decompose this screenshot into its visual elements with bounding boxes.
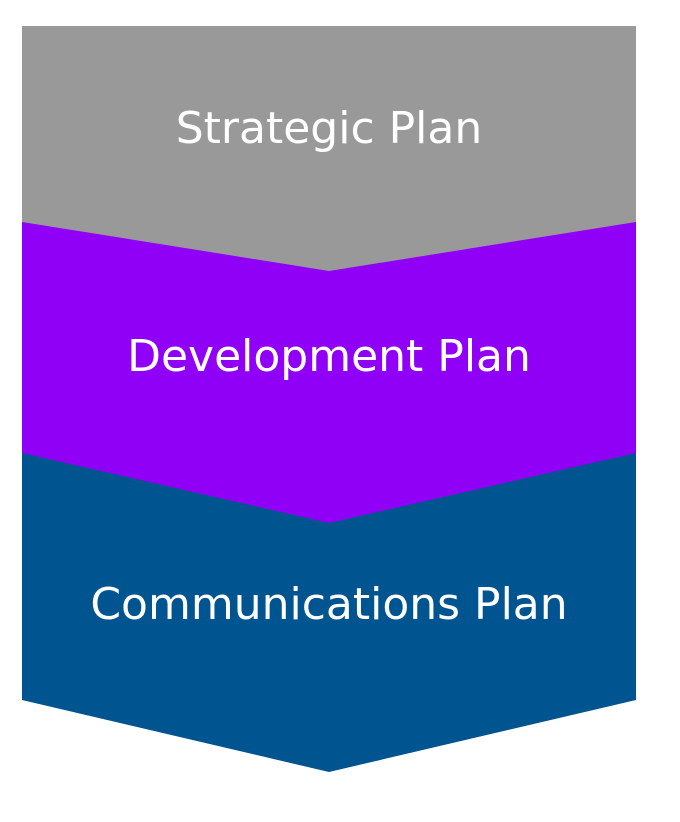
strategic-plan-chevron [22, 26, 636, 271]
development-plan-label: Development Plan [127, 331, 531, 382]
development-plan-chevron [22, 222, 636, 523]
communications-plan-chevron [22, 453, 636, 772]
communications-plan-label: Communications Plan [90, 579, 567, 630]
strategic-plan-label: Strategic Plan [176, 103, 483, 154]
